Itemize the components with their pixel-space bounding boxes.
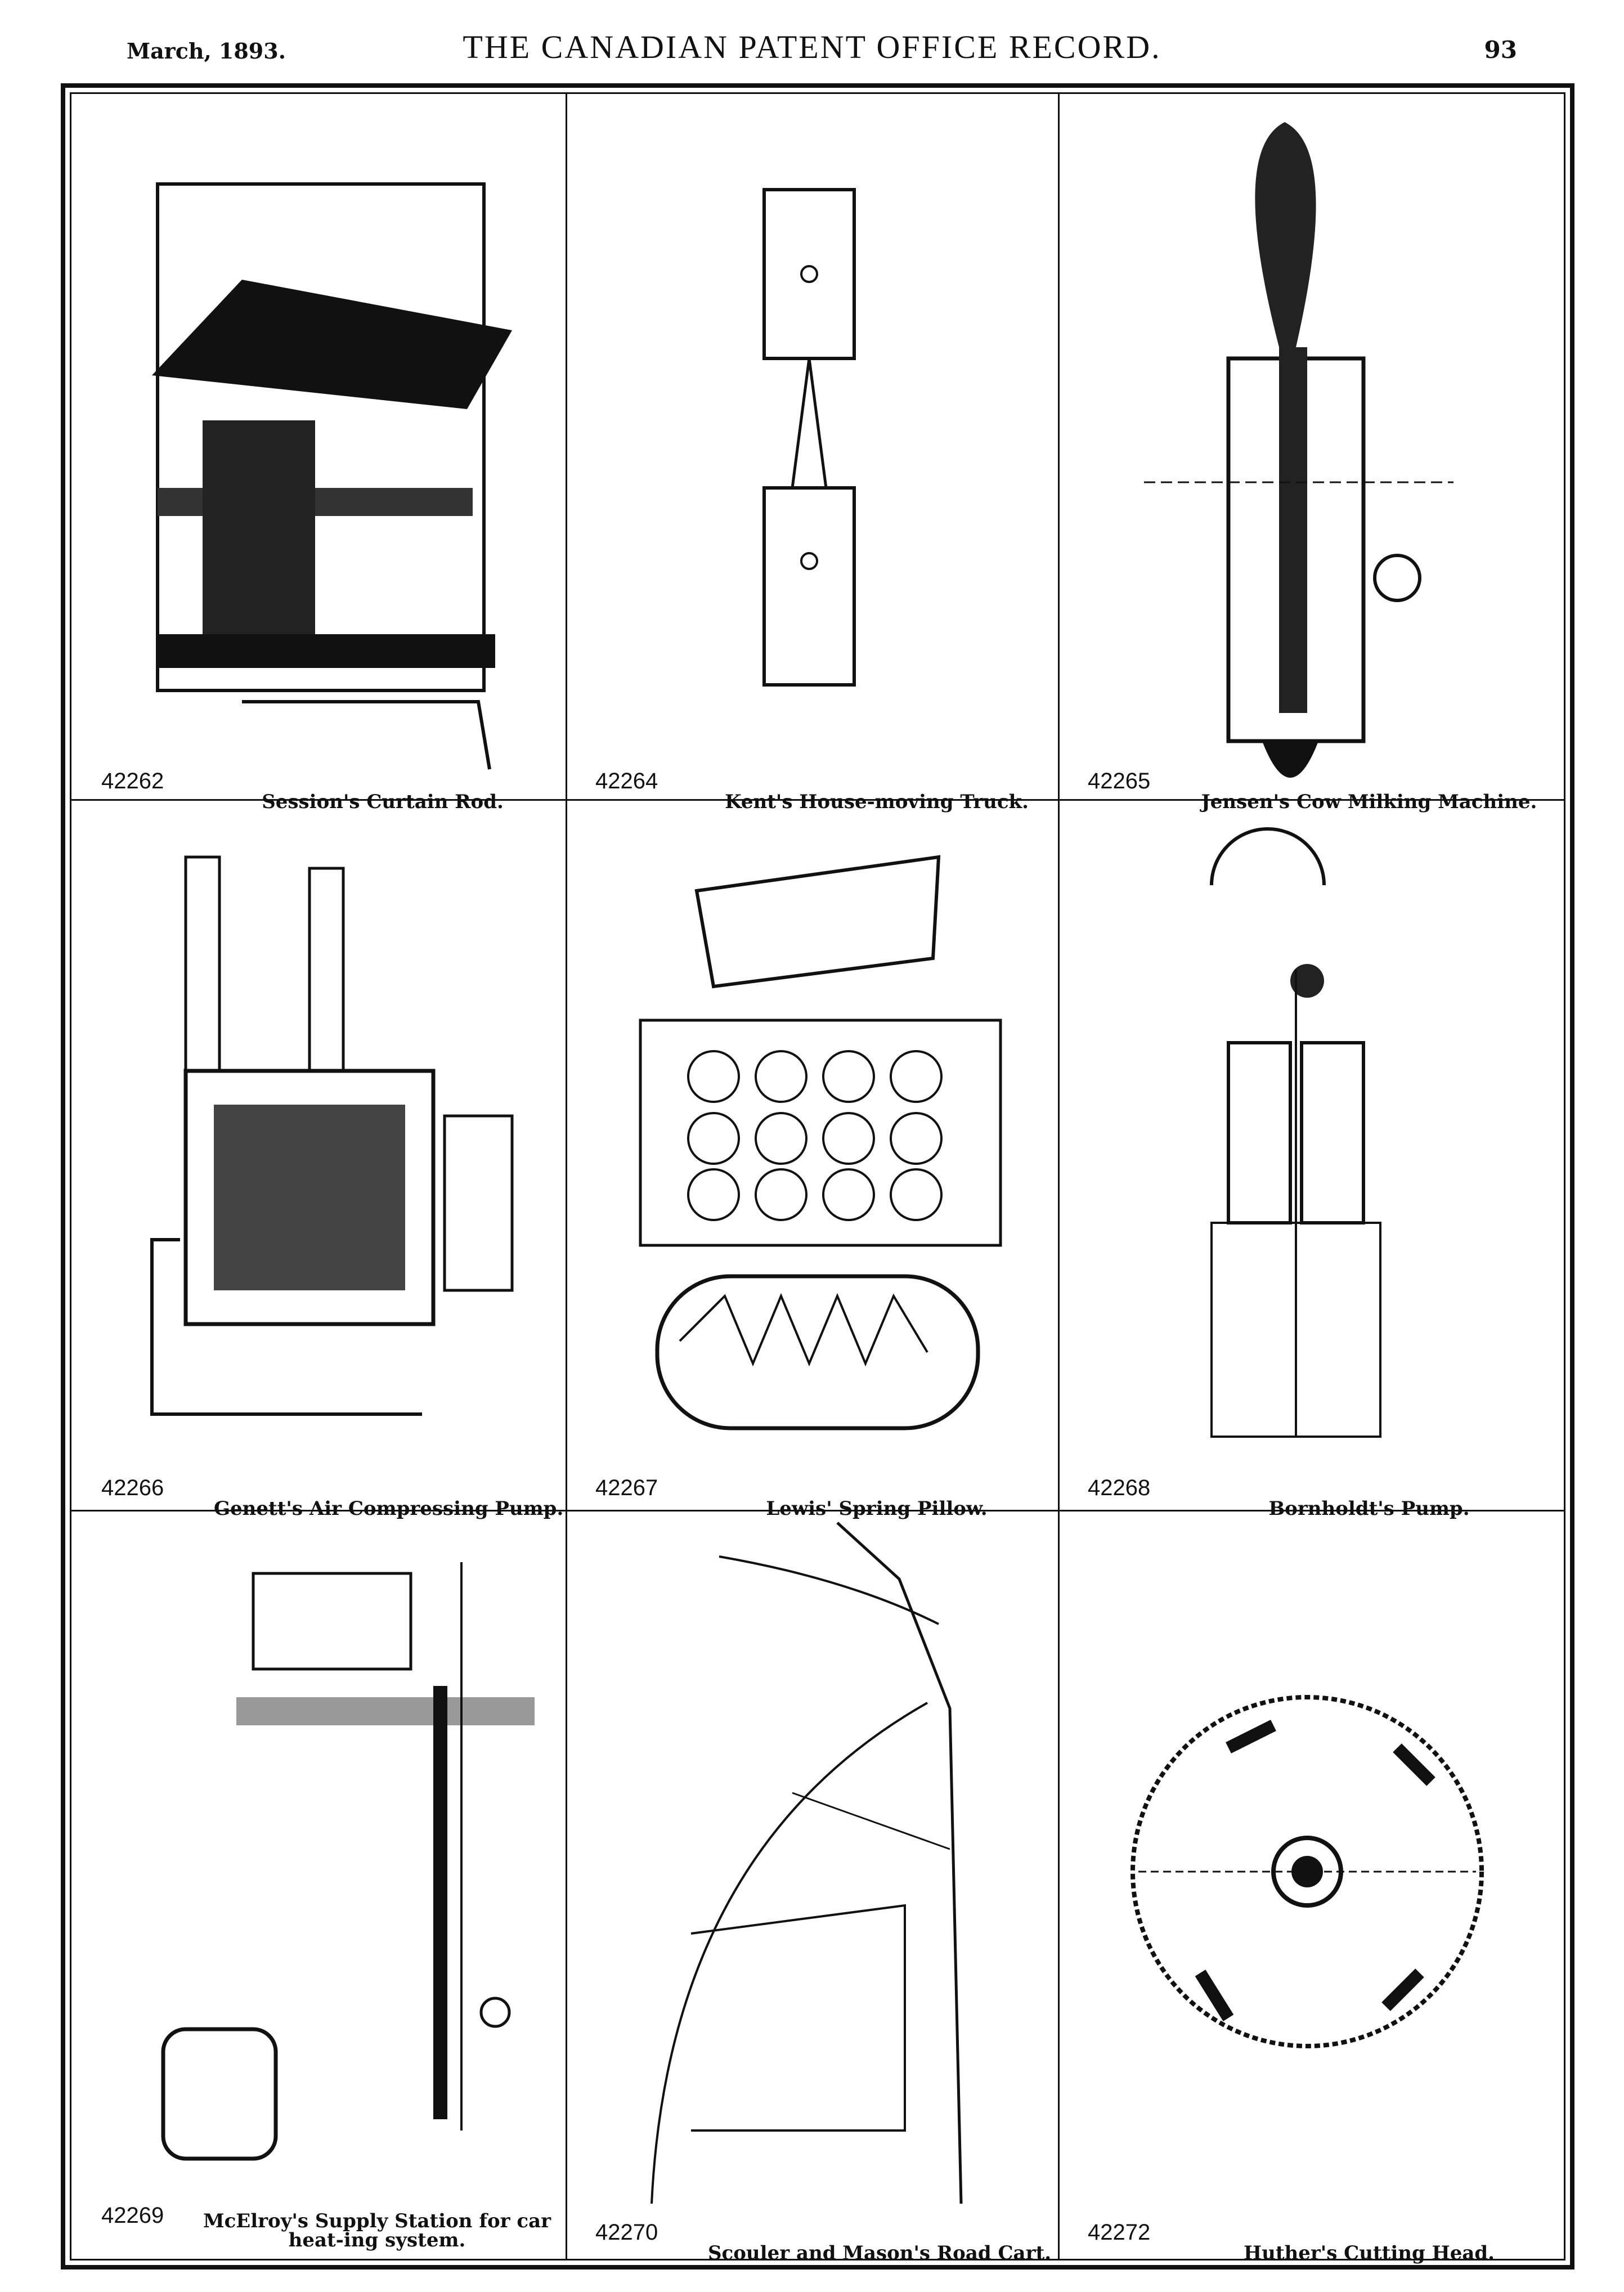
column-divider	[566, 94, 567, 2259]
patent-number: 42270	[595, 2220, 658, 2245]
cutting-head-illustration	[1130, 1695, 1484, 2048]
bornholdt-pump-illustration	[1210, 827, 1381, 1438]
row-divider	[71, 799, 1564, 801]
patent-number: 42267	[595, 1475, 658, 1500]
patent-number: 42264	[595, 769, 658, 793]
curtain-rod-illustration	[152, 182, 512, 770]
row-divider	[71, 1510, 1564, 1511]
inner-frame	[70, 92, 1565, 2260]
road-cart-illustration	[651, 1522, 963, 2204]
patent-number: 42262	[101, 769, 164, 793]
patent-number: 42269	[101, 2203, 164, 2228]
supply-station-illustration	[161, 1562, 535, 2161]
house-moving-truck-illustration	[762, 188, 856, 687]
patent-cell: 42269 McElroy's Supply Station for car he…	[73, 1511, 563, 2254]
spring-pillow-illustration	[639, 855, 1002, 1430]
page-number: 93	[1484, 36, 1517, 64]
patent-number: 42272	[1088, 2220, 1151, 2245]
issue-date: March, 1893.	[127, 38, 286, 64]
patent-title: McElroy's Supply Station for car heat-in…	[203, 2210, 551, 2251]
patent-title: Lewis' Spring Pillow.	[766, 1497, 988, 1520]
patent-number: 42265	[1088, 769, 1151, 793]
column-divider	[1058, 94, 1060, 2259]
patent-title: Kent's House-moving Truck.	[725, 791, 1029, 813]
patent-number: 42268	[1088, 1475, 1151, 1500]
patent-title: Session's Curtain Rod.	[262, 791, 504, 813]
outer-frame	[61, 83, 1574, 2269]
air-pump-illustration	[150, 855, 514, 1416]
patent-title: Scouler and Mason's Road Cart.	[708, 2242, 1052, 2264]
patent-title: Genett's Air Compressing Pump.	[214, 1497, 564, 1520]
patent-number: 42266	[101, 1475, 164, 1500]
milking-machine-illustration	[1144, 122, 1453, 778]
patent-title: Bornholdt's Pump.	[1268, 1497, 1470, 1520]
patent-title: Huther's Cutting Head.	[1243, 2242, 1495, 2264]
page-title: THE CANADIAN PATENT OFFICE RECORD.	[463, 29, 1161, 65]
patent-title: Jensen's Cow Milking Machine.	[1201, 791, 1537, 813]
